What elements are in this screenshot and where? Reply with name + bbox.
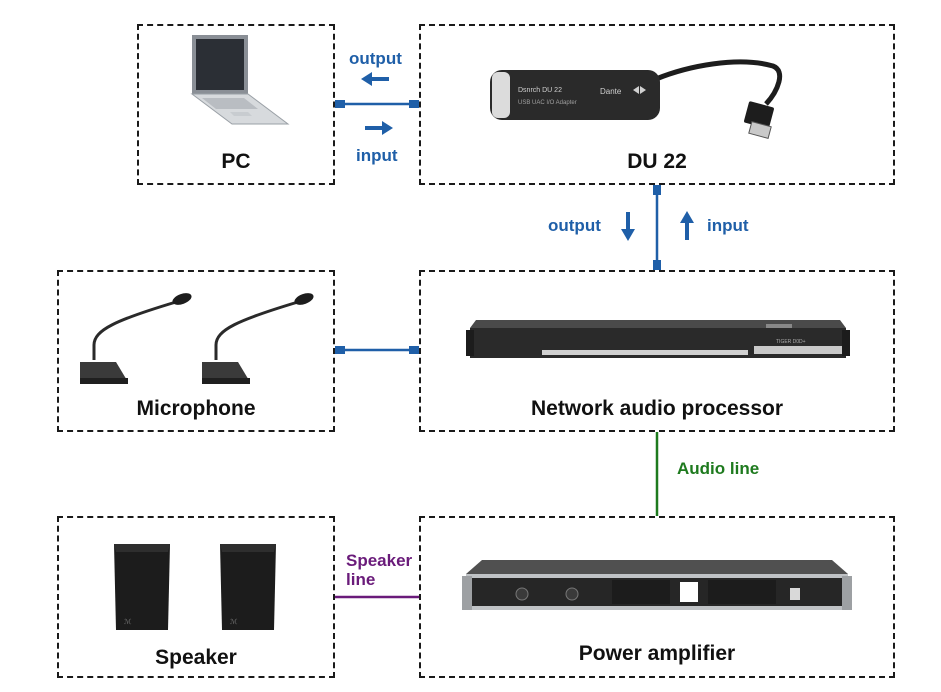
speaker-node: Speaker (57, 516, 335, 678)
microphone-node: Microphone (57, 270, 335, 432)
processor-model-text: TIGER D0D+ (776, 339, 806, 345)
svg-text:ℳ: ℳ (124, 618, 132, 626)
du-output-label: output (548, 216, 601, 235)
pc-label: PC (221, 150, 251, 173)
amplifier-label: Power amplifier (578, 642, 736, 665)
du22-device-text-2: USB UAC I/O Adapter (518, 100, 577, 106)
du22-adapter-icon: Dsnrch DU 22 USB UAC I/O Adapter Dante (490, 59, 783, 139)
du22-label: DU 22 (627, 150, 687, 173)
pc-du22-cable (335, 100, 419, 108)
processor-label: Network audio processor (530, 397, 784, 420)
speaker-line-label-2: line (346, 570, 376, 589)
du-output-arrow (621, 212, 635, 241)
dante-logo: Dante (600, 87, 622, 96)
du-input-arrow (680, 211, 694, 240)
pc-output-label: output (349, 49, 402, 68)
microphone-label: Microphone (136, 397, 256, 420)
speaker-icon: ℳ ℳ (114, 544, 276, 630)
pc-input-arrow (365, 121, 393, 135)
amplifier-icon (462, 560, 852, 610)
processor-icon: TIGER D0D+ (466, 320, 850, 358)
pc-input-label: input (356, 146, 398, 165)
du-input-label: input (707, 216, 749, 235)
audio-line-label: Audio line (677, 459, 760, 478)
mic-processor-cable (335, 346, 419, 354)
du22-processor-cable (653, 185, 661, 270)
laptop-icon (190, 35, 290, 125)
svg-text:ℳ: ℳ (230, 618, 238, 626)
speaker-label: Speaker (155, 646, 237, 669)
pc-output-arrow (361, 72, 389, 86)
du22-device-text-1: Dsnrch DU 22 (518, 87, 562, 94)
microphone-icon (80, 293, 314, 384)
speaker-line-label-1: Speaker (346, 551, 413, 570)
